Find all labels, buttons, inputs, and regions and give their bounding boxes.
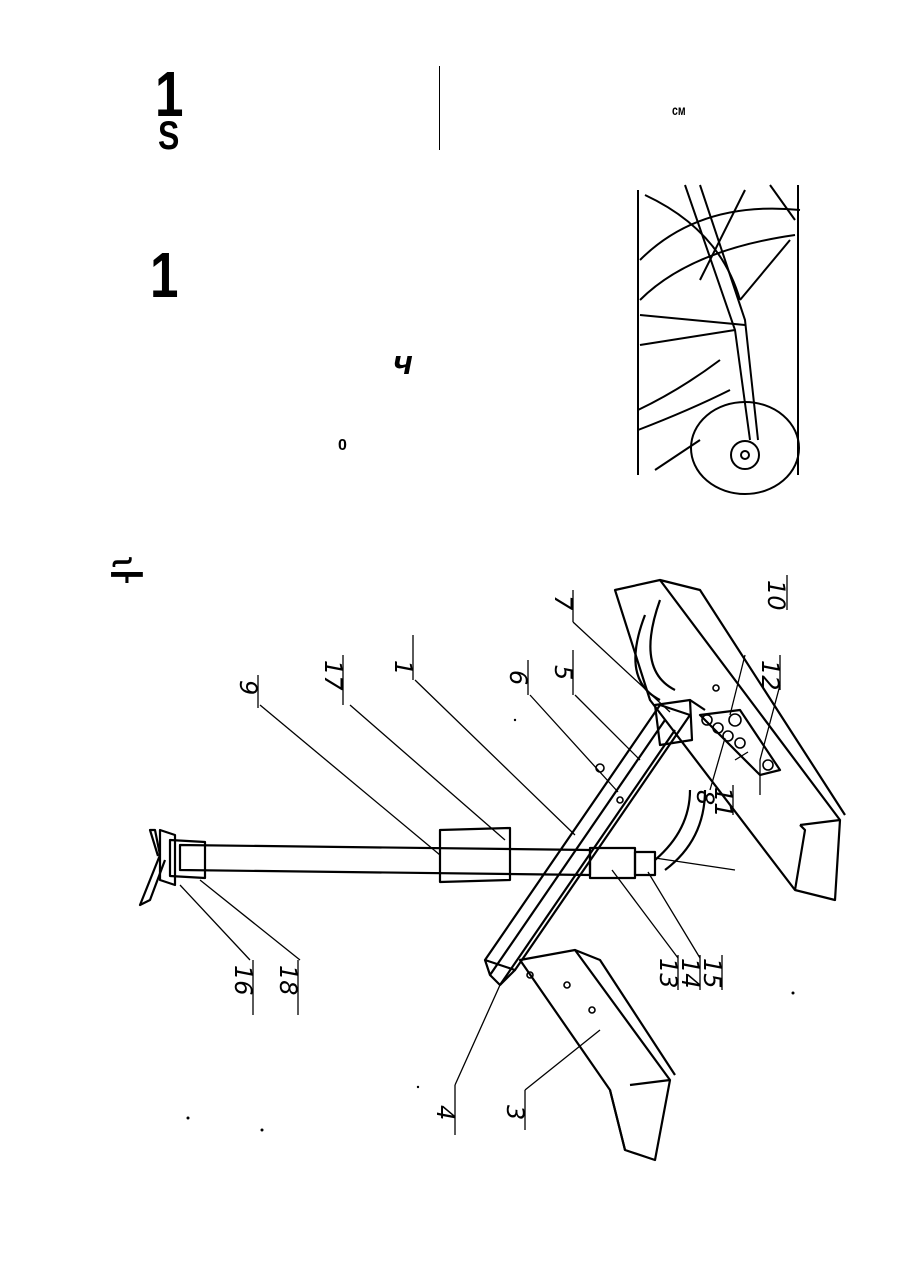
callout-3: 3 bbox=[501, 1105, 529, 1120]
callout-18: 18 bbox=[274, 965, 302, 996]
callout-15: 15 bbox=[698, 958, 726, 989]
callout-16: 16 bbox=[229, 965, 257, 996]
callout-7: 7 bbox=[549, 595, 577, 611]
callout-17: 17 bbox=[319, 660, 347, 691]
callout-12: 12 bbox=[756, 660, 784, 691]
callout-10: 10 bbox=[762, 580, 790, 611]
callout-4: 4 bbox=[431, 1105, 459, 1120]
callout-6: 6 bbox=[504, 670, 532, 685]
callout-9: 9 bbox=[234, 680, 262, 695]
callout-1: 1 bbox=[389, 660, 417, 675]
callout-11: 11 bbox=[709, 787, 737, 818]
callout-5: 5 bbox=[549, 665, 577, 680]
